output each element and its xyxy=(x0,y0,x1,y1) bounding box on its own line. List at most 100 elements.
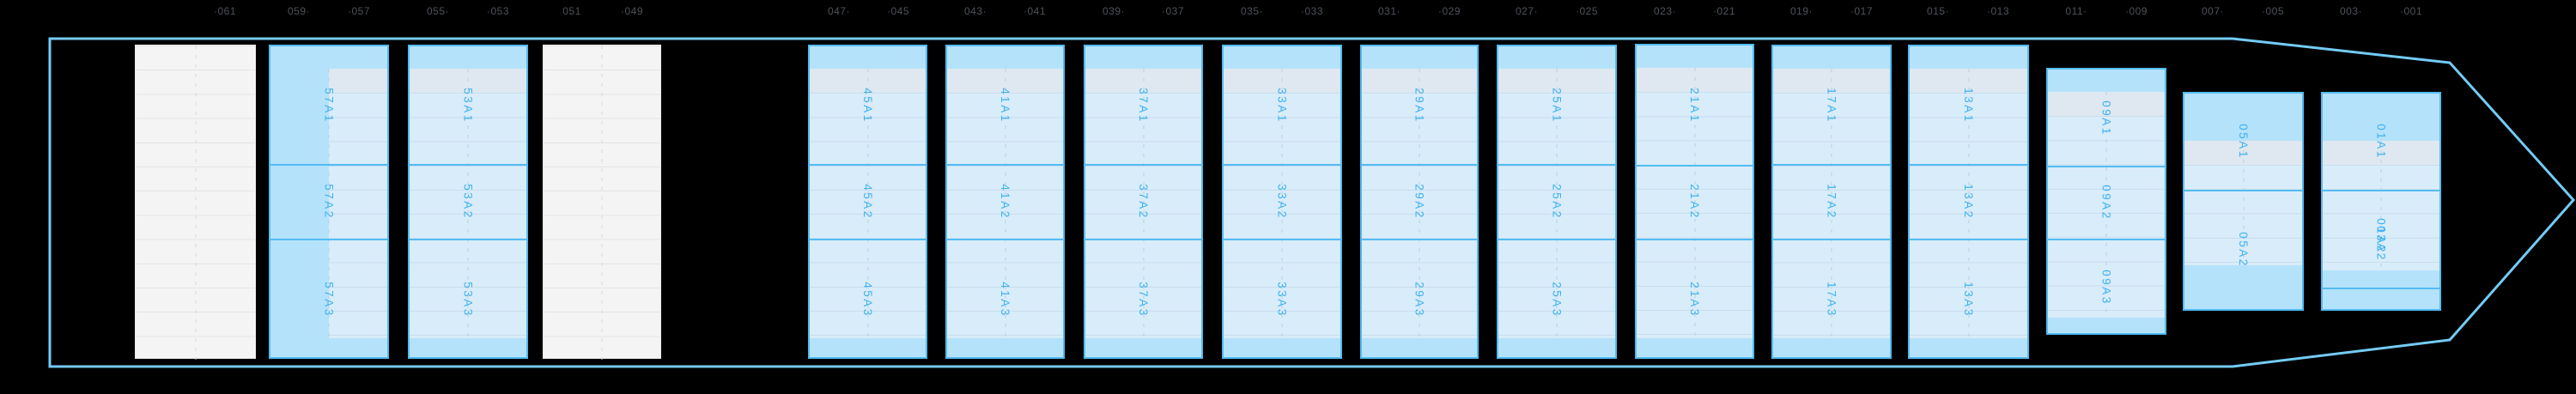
bay-centerline xyxy=(2243,141,2244,265)
bay-label-53A3: 53A3 xyxy=(461,282,475,318)
axis-label-003: 003· xyxy=(2339,5,2363,17)
bay-section-divider xyxy=(947,164,1063,166)
bay-centerline xyxy=(867,69,868,338)
bay-section-divider xyxy=(1910,164,2027,166)
bay-label-01A2: 01A2 xyxy=(2374,218,2388,254)
bay-label-13A1: 13A1 xyxy=(1962,88,1975,124)
bay-section-divider xyxy=(2323,288,2439,289)
bay-section-divider xyxy=(1498,239,1615,240)
axis-label-059: 059· xyxy=(287,5,311,17)
axis-label-027: 027· xyxy=(1515,5,1539,17)
bay-centerline xyxy=(601,45,603,360)
bay-section-divider xyxy=(1498,164,1615,166)
bay-label-21A3: 21A3 xyxy=(1688,282,1701,318)
axis-label-015: 015· xyxy=(1926,5,1950,17)
bay-section-divider xyxy=(1773,164,1890,166)
axis-label-007: 007· xyxy=(2201,5,2225,17)
bay-label-33A3: 33A3 xyxy=(1275,282,1289,318)
bay-section-divider xyxy=(1224,239,1340,240)
bay-17[interactable]: 17A1 17A2 17A3 xyxy=(1771,45,1892,359)
bay-centerline xyxy=(1419,69,1420,338)
axis-label-043: 043· xyxy=(963,5,987,17)
bay-label-13A2: 13A2 xyxy=(1962,184,1975,220)
bay-label-29A3: 29A3 xyxy=(1413,282,1426,318)
bay-label-09A1: 09A1 xyxy=(2099,100,2113,136)
empty-bay-063-061[interactable] xyxy=(135,45,256,360)
axis-label-061: ·061 xyxy=(213,5,237,17)
axis-label-005: ·005 xyxy=(2261,5,2285,17)
bay-section-divider xyxy=(2184,190,2302,191)
axis-label-035: 035· xyxy=(1240,5,1264,17)
bay-label-21A2: 21A2 xyxy=(1688,184,1701,220)
bay-label-37A1: 37A1 xyxy=(1137,88,1150,124)
bay-label-45A1: 45A1 xyxy=(861,88,874,124)
bay-section-divider xyxy=(947,239,1063,240)
bay-section-divider xyxy=(1362,239,1477,240)
bay-09[interactable]: 09A1 09A2 09A3 xyxy=(2046,68,2166,335)
bay-label-45A2: 45A2 xyxy=(861,184,874,220)
bay-label-21A1: 21A1 xyxy=(1688,88,1701,124)
bay-label-41A3: 41A3 xyxy=(999,282,1012,318)
bay-centerline xyxy=(467,69,469,338)
axis-label-029: ·029 xyxy=(1437,5,1461,17)
bay-label-17A1: 17A1 xyxy=(1825,88,1838,124)
empty-bay-051-049[interactable] xyxy=(543,45,661,360)
axis-label-011: 011· xyxy=(2065,5,2087,17)
bay-centerline xyxy=(2105,92,2107,318)
bay-label-01A1: 01A1 xyxy=(2374,124,2388,160)
bay-centerline xyxy=(328,69,330,338)
axis-label-053: ·053 xyxy=(486,5,510,17)
axis-label-055: 055· xyxy=(426,5,450,17)
axis-label-001: ·001 xyxy=(2399,5,2423,17)
bay-section-divider xyxy=(1773,239,1890,240)
axis-label-049: ·049 xyxy=(620,5,644,17)
bay-centerline xyxy=(1143,69,1144,338)
bay-slot-grid-head-row xyxy=(329,69,387,93)
bay-section-divider xyxy=(1910,239,2027,240)
bay-section-divider xyxy=(810,164,926,166)
axis-label-013: ·013 xyxy=(1986,5,2010,17)
bay-label-17A2: 17A2 xyxy=(1825,184,1838,220)
bay-label-09A3: 09A3 xyxy=(2099,270,2113,306)
bay-section-divider xyxy=(1362,164,1477,166)
bay-label-09A2: 09A2 xyxy=(2099,185,2113,221)
bay-section-divider xyxy=(1637,239,1753,240)
bay-label-57A2: 57A2 xyxy=(322,184,336,220)
axis-label-019: 019· xyxy=(1789,5,1814,17)
bay-section-divider xyxy=(2048,239,2165,240)
bay-section-divider xyxy=(810,239,926,240)
bay-label-25A2: 25A2 xyxy=(1550,184,1564,220)
bay-section-divider xyxy=(270,239,387,240)
bay-section-divider xyxy=(1637,165,1753,167)
bay-label-37A3: 37A3 xyxy=(1137,282,1150,318)
bay-centerline xyxy=(1556,69,1558,338)
bay-label-41A1: 41A1 xyxy=(999,88,1012,124)
bay-section-divider xyxy=(1085,239,1201,240)
bay-section-divider xyxy=(270,164,387,166)
bay-label-53A1: 53A1 xyxy=(461,88,475,124)
axis-label-023: 023· xyxy=(1653,5,1677,17)
axis-label-021: ·021 xyxy=(1712,5,1736,17)
axis-label-031: 031· xyxy=(1377,5,1401,17)
axis-label-025: ·025 xyxy=(1575,5,1599,17)
bay-label-17A3: 17A3 xyxy=(1825,282,1838,318)
bay-21[interactable]: 21A1 21A2 21A3 xyxy=(1635,44,1754,359)
bay-label-03A2: 03A2 xyxy=(2374,226,2388,262)
bay-centerline xyxy=(1694,68,1695,338)
bay-slot-grid xyxy=(329,69,387,338)
bay-label-25A1: 25A1 xyxy=(1550,88,1564,124)
bay-label-57A3: 57A3 xyxy=(322,282,336,318)
bay-centerline xyxy=(1281,69,1283,338)
